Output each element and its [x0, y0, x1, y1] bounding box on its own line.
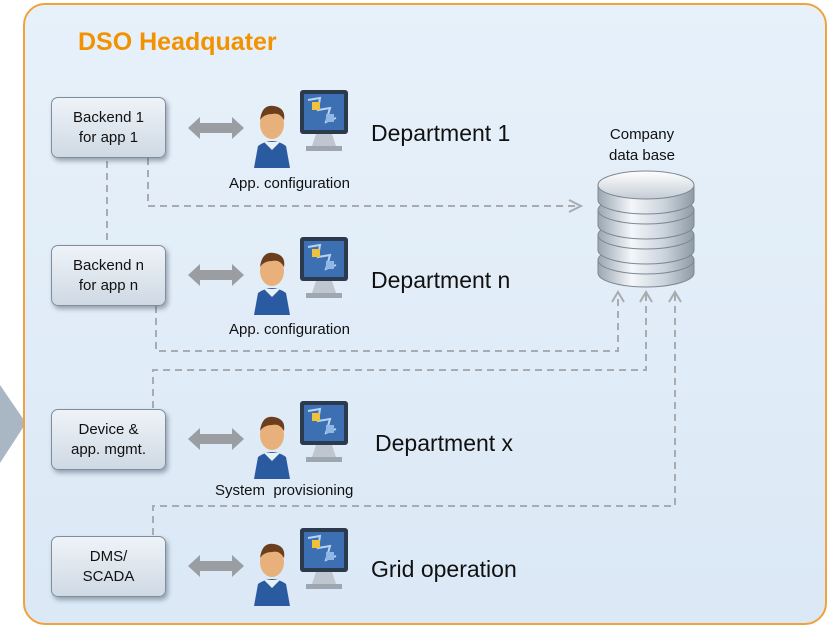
database-label: Company data base	[592, 124, 692, 166]
device-app-mgmt-box: Device & app. mgmt.	[51, 409, 166, 470]
box-label-line1: DMS/	[89, 547, 128, 565]
database-label-line2: data base	[609, 147, 675, 164]
backend-n-box: Backend n for app n	[51, 245, 166, 306]
double-arrow-icon	[188, 428, 244, 450]
department-label: Department n	[371, 267, 511, 293]
department-label: Grid operation	[371, 556, 517, 582]
side-chevron-arrow	[0, 385, 26, 463]
double-arrow-icon	[188, 264, 244, 286]
department-label: Department 1	[371, 120, 511, 146]
double-arrow-icon	[188, 555, 244, 577]
database-label-line1: Company	[609, 126, 675, 143]
caption-label: System provisioning	[215, 482, 354, 499]
diagram-title: DSO Headquater	[78, 28, 277, 56]
dms-scada-box: DMS/ SCADA	[51, 536, 166, 597]
double-arrow-icon	[188, 117, 244, 139]
box-label-line2: app. mgmt.	[70, 440, 147, 458]
box-label-line2: for app n	[78, 276, 139, 294]
caption-label: App. configuration	[229, 175, 350, 192]
user-at-computer-icon	[254, 528, 348, 606]
box-label-line2: for app 1	[78, 128, 139, 146]
user-at-computer-icon	[254, 90, 348, 168]
box-label-line1: Backend 1	[73, 108, 144, 126]
user-at-computer-icon	[254, 237, 348, 315]
box-label-line2: SCADA	[82, 567, 135, 585]
box-label-line1: Device &	[78, 420, 139, 438]
backend-1-box: Backend 1 for app 1	[51, 97, 166, 158]
user-at-computer-icon	[254, 401, 348, 479]
caption-label: App. configuration	[229, 321, 350, 338]
box-label-line1: Backend n	[73, 256, 144, 274]
department-label: Department x	[375, 430, 514, 456]
